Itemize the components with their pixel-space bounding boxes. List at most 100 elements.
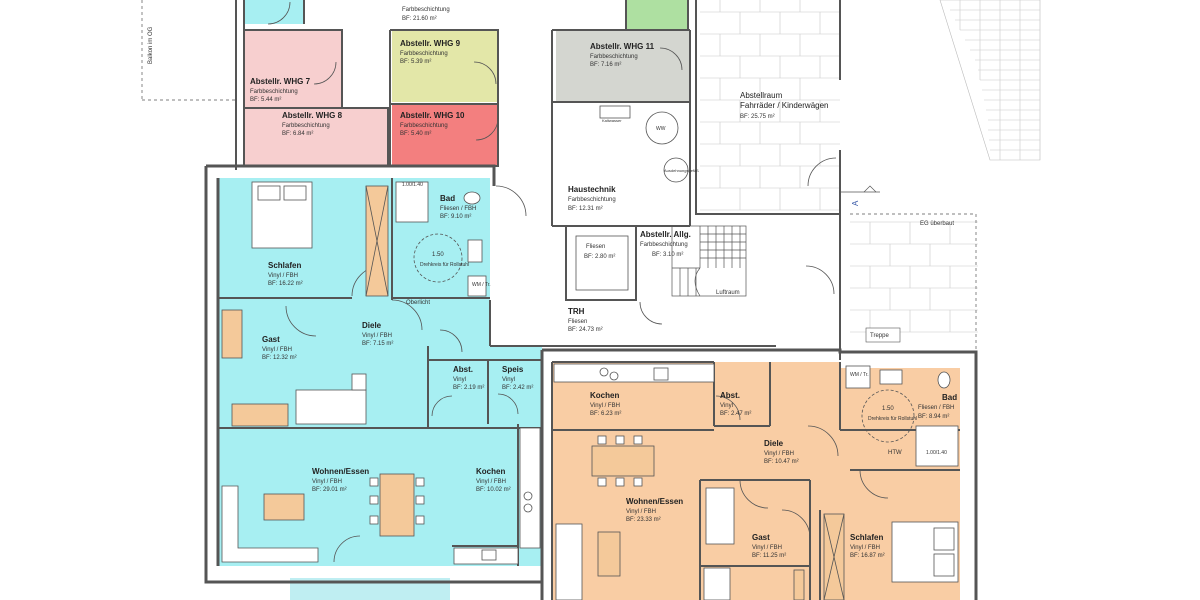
luftraum-sign-text: Treppe xyxy=(870,333,889,339)
label-o-kochen-name: Kochen xyxy=(590,391,619,400)
label-o-diele-floor: Vinyl / FBH xyxy=(764,451,794,457)
label-c-diele-floor: Vinyl / FBH xyxy=(362,333,392,339)
label-c-kochen-floor: Vinyl / FBH xyxy=(476,479,506,485)
label-whg8-floor: Farbbeschichtung xyxy=(282,123,330,129)
label-whg9-floor: Farbbeschichtung xyxy=(400,51,448,57)
label-o-diele-area: BF: 10.47 m² xyxy=(764,459,799,465)
walls xyxy=(204,0,978,600)
label-c-schlafen-name: Schlafen xyxy=(268,261,301,270)
label-c-diele-name: Diele xyxy=(362,321,382,330)
desk-gast-cyan xyxy=(221,309,243,359)
label-whg11-floor: Farbbeschichtung xyxy=(590,54,638,60)
label-whg11-name: Abstellr. WHG 11 xyxy=(590,42,655,51)
label-o-bad-area: BF: 8.94 m² xyxy=(918,414,949,420)
label-o-abst-floor: Vinyl xyxy=(720,403,733,409)
section-line xyxy=(839,191,880,214)
wall-whg11 xyxy=(551,29,691,226)
flur-top-teal xyxy=(244,0,304,24)
label-c-bad-floor: Fliesen / FBH xyxy=(440,206,476,212)
label-bike-name2: Fahrräder / Kinderwägen xyxy=(740,101,829,110)
label-o-bad-floor: Fliesen / FBH xyxy=(918,405,954,411)
label-ausdehnung: Ausdehnungsgefäß xyxy=(664,168,699,173)
label-whg9-name: Abstellr. WHG 9 xyxy=(400,39,461,48)
label-o-schlafen-area: BF: 16.87 m² xyxy=(850,553,885,559)
orange-inner-walls xyxy=(551,361,960,600)
bathtub-orange xyxy=(705,487,735,545)
label-allg-name: Abstellr. Allg. xyxy=(640,230,691,239)
washer-orange xyxy=(845,365,871,389)
label-o-drehkreis: 1.50 xyxy=(882,406,894,412)
label-c-wohnen-name: Wohnen/Essen xyxy=(312,467,369,476)
terrace-paving xyxy=(700,0,1041,333)
sofa-gast-cyan xyxy=(295,389,367,425)
sofa-orange xyxy=(555,523,583,600)
washer-cyan xyxy=(467,275,487,297)
label-trh-area: BF: 24.73 m² xyxy=(568,327,603,333)
label-c-gast-name: Gast xyxy=(262,335,280,344)
label-c-wmtr: WM / Tr. xyxy=(472,282,491,288)
label-c-schlafen-area: BF: 16.22 m² xyxy=(268,281,303,287)
label-c-bad-name: Bad xyxy=(440,194,455,203)
label-o-gast-name: Gast xyxy=(752,533,770,542)
label-allg-floor: Farbbeschichtung xyxy=(640,242,688,248)
label-haustechnik-floor: Farbbeschichtung xyxy=(568,197,616,203)
label-o-kochen-floor: Vinyl / FBH xyxy=(590,403,620,409)
label-o-schlafen-name: Schlafen xyxy=(850,533,883,542)
annotation-lines xyxy=(141,0,977,350)
fill-whg10 xyxy=(392,104,498,166)
label-tank: WW xyxy=(656,126,666,132)
label-o-wohnen-area: BF: 23.33 m² xyxy=(626,517,661,523)
counter-kochen-cyan xyxy=(519,427,541,549)
label-flur-area: BF: 21.60 m² xyxy=(402,16,437,22)
wall-bike xyxy=(695,0,841,215)
label-o-wmtr: WM / Tr. xyxy=(850,372,869,378)
balcony-outline xyxy=(141,0,236,101)
table-orange xyxy=(597,531,621,577)
label-whg8-name: Abstellr. WHG 8 xyxy=(282,111,343,120)
label-whg10-floor: Farbbeschichtung xyxy=(400,123,448,129)
label-htw: HTW xyxy=(888,450,902,456)
label-oberlicht: Oberlicht xyxy=(406,300,430,306)
label-whg10-area: BF: 5.40 m² xyxy=(400,131,431,137)
orange-outer-wall xyxy=(540,348,978,600)
shower-cyan xyxy=(395,181,429,223)
label-o-drehkreis-text: Drehkreis für Rollstuhl xyxy=(868,416,917,422)
label-whg9-area: BF: 5.39 m² xyxy=(400,59,431,65)
label-o-kochen-area: BF: 6.23 m² xyxy=(590,411,621,417)
label-eg: EG überbaut xyxy=(920,221,954,227)
wall-lift xyxy=(565,226,637,301)
label-flur-floor: Farbbeschichtung xyxy=(402,7,450,13)
wall-whg7 xyxy=(244,29,343,108)
label-section: A xyxy=(851,200,860,206)
wall-whg8 xyxy=(244,107,389,166)
label-o-schlafen-floor: Vinyl / FBH xyxy=(850,545,880,551)
label-luftraum: Luftraum xyxy=(716,290,740,296)
lift-shaft xyxy=(575,235,629,291)
label-c-wohnen-area: BF: 29.01 m² xyxy=(312,487,347,493)
label-c-drehkreis: 1.50 xyxy=(432,252,444,258)
label-c-schlafen-floor: Vinyl / FBH xyxy=(268,273,298,279)
label-whg8-area: BF: 6.84 m² xyxy=(282,131,313,137)
label-balkon: Balkon im OG xyxy=(148,26,154,64)
cyan-inner-walls xyxy=(218,178,542,429)
label-bike-area: BF: 25.75 m² xyxy=(740,114,775,120)
green-area xyxy=(626,0,688,30)
label-c-abst-name: Abst. xyxy=(453,365,473,374)
label-o-abst-area: BF: 2.47 m² xyxy=(720,411,751,417)
cyan-wall-kochen xyxy=(452,424,519,566)
label-c-kochen-area: BF: 10.02 m² xyxy=(476,487,511,493)
label-lift-area: BF: 2.80 m² xyxy=(584,254,615,260)
label-o-bad-name: Bad xyxy=(942,393,957,402)
label-o-abst-name: Abst. xyxy=(720,391,740,400)
eg-outline xyxy=(850,213,977,350)
toilet-orange xyxy=(937,371,951,389)
staircase xyxy=(671,225,747,297)
label-c-abst-area: BF: 2.19 m² xyxy=(453,385,484,391)
label-haustechnik-name: Haustechnik xyxy=(568,185,616,194)
cyan-outer-wall xyxy=(204,164,542,584)
label-o-dusche: 1.00/1.40 xyxy=(926,450,947,456)
label-c-diele-area: BF: 7.15 m² xyxy=(362,341,393,347)
fill-whg8 xyxy=(244,108,388,166)
label-allg-area: BF: 3.10 m² xyxy=(652,252,683,258)
